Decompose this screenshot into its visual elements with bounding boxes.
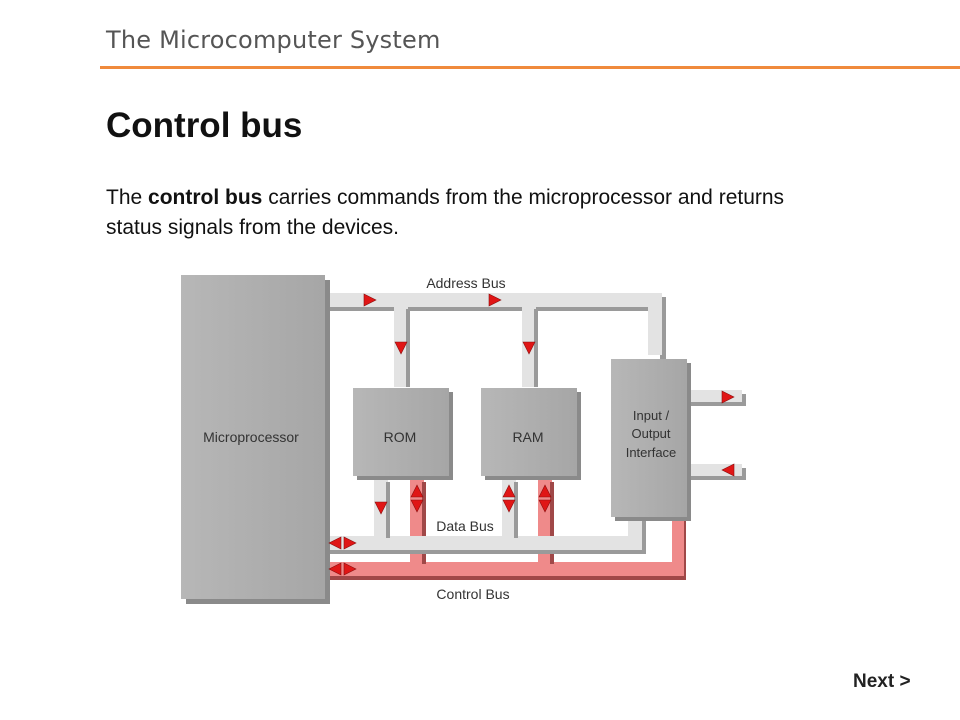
io-arrow-in: [721, 463, 735, 477]
address-arrow-down-rom: [394, 341, 408, 355]
bus-arrows: [328, 293, 735, 576]
control-arrow-up-rom: [410, 484, 424, 498]
control-arrow-up-ram: [538, 484, 552, 498]
data-arrow-right-cpu: [343, 536, 357, 550]
body-text-suffix: carries commands from the microprocessor…: [106, 186, 785, 239]
next-button[interactable]: Next >: [853, 671, 911, 692]
address-bus-label: Address Bus: [426, 275, 505, 291]
control-arrow-down-rom: [410, 499, 424, 513]
address-arrow-right-2: [488, 293, 502, 307]
data-arrow-down-rom: [374, 501, 388, 515]
data-arrow-down-ram: [502, 499, 516, 513]
microprocessor-block: [181, 275, 330, 604]
io-label-line1: Input /: [633, 408, 670, 423]
io-label-line3: Interface: [626, 445, 677, 460]
control-arrow-left-cpu: [328, 562, 342, 576]
ram-block: [481, 388, 581, 480]
microprocessor-label: Microprocessor: [203, 429, 299, 445]
io-interface-block: [611, 359, 691, 521]
io-external-lines: [686, 390, 746, 480]
control-arrow-down-ram: [538, 499, 552, 513]
header-divider: [100, 66, 960, 69]
body-text-bold: control bus: [148, 186, 263, 209]
data-arrow-left-cpu: [328, 536, 342, 550]
rom-block: [353, 388, 453, 480]
slide-body-text: The control bus carries commands from th…: [106, 183, 826, 243]
io-label-line2: Output: [631, 426, 670, 441]
section-title: The Microcomputer System: [106, 26, 441, 54]
data-bus: [322, 478, 646, 554]
rom-label: ROM: [384, 429, 417, 445]
body-text-prefix: The: [106, 186, 149, 209]
address-arrow-down-ram: [522, 341, 536, 355]
control-arrow-right-cpu: [343, 562, 357, 576]
ram-label: RAM: [512, 429, 543, 445]
control-bus-label: Control Bus: [436, 586, 509, 602]
slide-title: Control bus: [106, 106, 303, 145]
data-bus-label: Data Bus: [436, 518, 494, 534]
address-arrow-right-1: [363, 293, 377, 307]
io-arrow-out: [721, 390, 735, 404]
data-arrow-up-ram: [502, 484, 516, 498]
